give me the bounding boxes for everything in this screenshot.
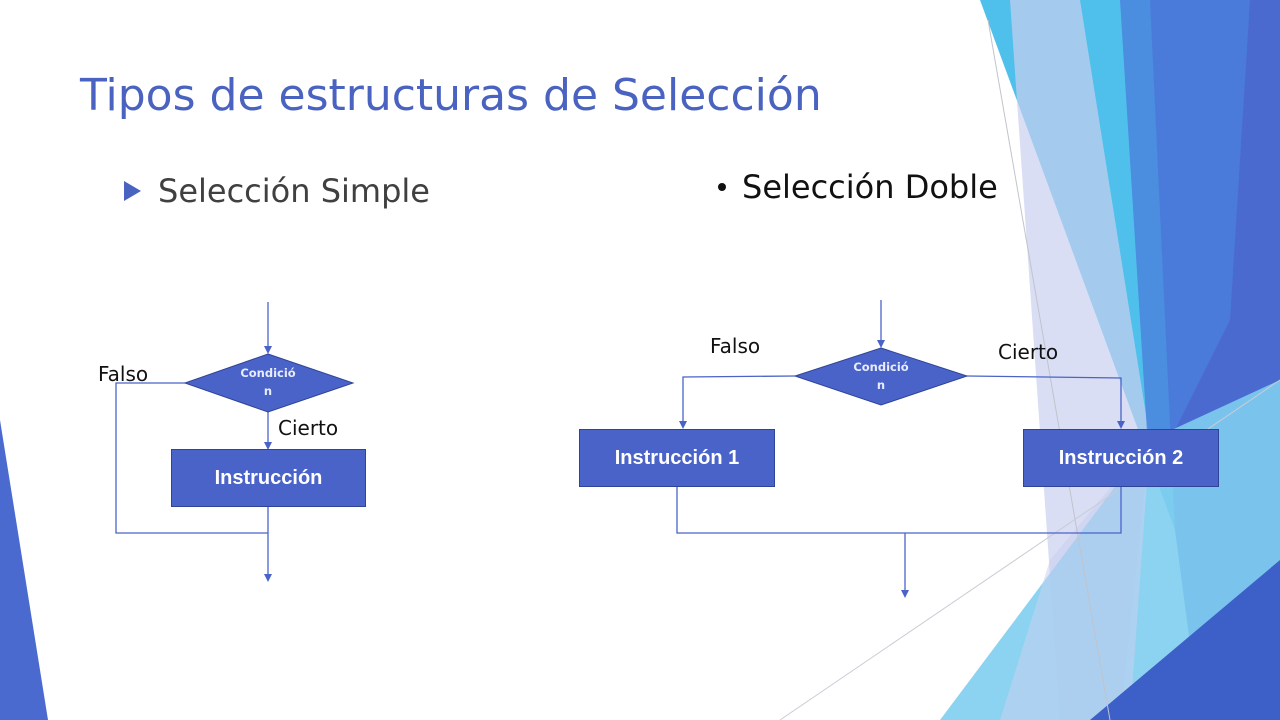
bullet-seleccion-doble: Selección Doble xyxy=(718,168,998,206)
triangle-bullet-icon xyxy=(124,181,141,201)
simple-false-label: Falso xyxy=(98,362,149,386)
double-false-label: Falso xyxy=(710,334,761,358)
simple-instruction-box: Instrucción xyxy=(171,449,366,507)
double-true-branch xyxy=(966,375,1125,429)
instruction-1-box: Instrucción 1 xyxy=(579,429,775,487)
instruction-2-box: Instrucción 2 xyxy=(1023,429,1219,487)
dot-bullet-icon xyxy=(718,183,726,191)
instruction-1-label: Instrucción 1 xyxy=(614,446,740,469)
simple-condition-label: Condición xyxy=(240,366,296,398)
simple-true-label: Cierto xyxy=(278,416,339,440)
slide-title: Tipos de estructuras de Selección xyxy=(80,70,822,121)
double-true-label: Cierto xyxy=(998,340,1059,364)
simple-false-branch xyxy=(115,382,268,534)
bullet-seleccion-doble-text: Selección Doble xyxy=(742,168,998,206)
left-edge-triangle xyxy=(0,420,48,720)
bullet-seleccion-simple: Selección Simple xyxy=(124,172,430,210)
bottom-right-blue xyxy=(1090,560,1280,720)
double-false-branch xyxy=(679,375,796,429)
double-condition-label: Condición xyxy=(853,360,909,392)
double-condition-diamond xyxy=(793,347,969,406)
double-merge-line xyxy=(676,487,1122,534)
bullet-seleccion-simple-text: Selección Simple xyxy=(158,172,430,210)
bottom-pale-shape xyxy=(1000,440,1150,720)
deco-thin-line-1 xyxy=(987,19,1111,720)
simple-instruction-label: Instrucción xyxy=(214,466,323,489)
instruction-2-label: Instrucción 2 xyxy=(1058,446,1184,469)
simple-condition-diamond xyxy=(183,353,355,413)
right-mid-blue-band xyxy=(1120,0,1250,480)
